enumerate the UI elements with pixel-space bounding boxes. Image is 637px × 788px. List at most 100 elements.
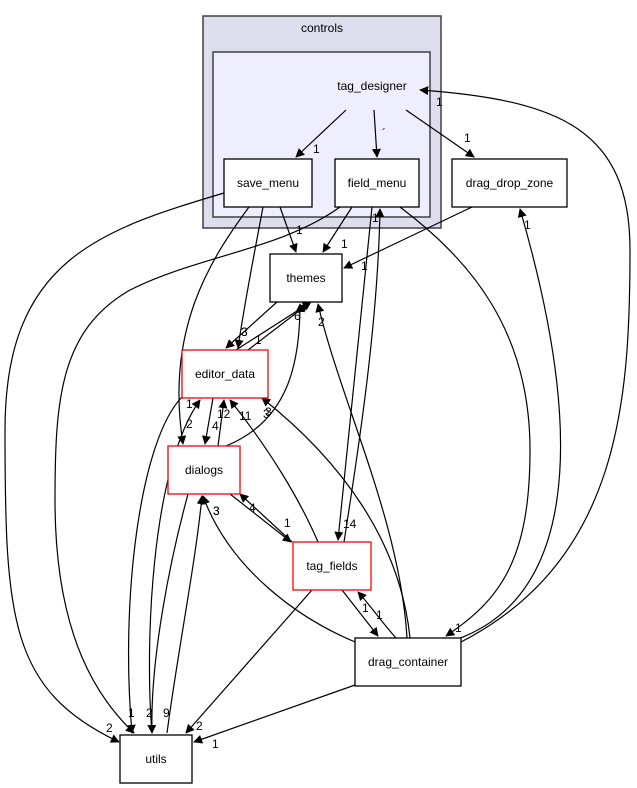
edge-line [229,493,292,543]
edge-tag-fields-to-editor-data[interactable]: 11 [229,399,319,543]
node-tag-fields[interactable]: tag_fields [292,541,372,591]
edge-line [177,206,250,445]
edge-line [343,208,385,543]
edge-line [148,399,201,734]
edge-field-menu-to-utils[interactable]: 1 [54,206,341,734]
edge-drag-drop-zone-to-themes[interactable]: 1 [343,206,473,273]
edge-label: 1 [313,142,320,156]
edge-save-menu-to-utils[interactable]: 2 [4,192,225,743]
edge-line [234,206,264,349]
edge-save-menu-to-dialogs[interactable]: 2 [177,206,250,445]
edge-line [54,206,341,734]
edge-line [295,109,347,158]
edge-line [357,591,397,639]
edge-label: 9 [163,706,170,720]
edge-tag-fields-to-dialogs[interactable]: 4 [239,493,293,543]
edge-line [341,589,379,637]
node-label: utils [145,752,166,766]
edge-label: 3 [263,407,270,421]
edge-label: 1 [341,237,348,251]
edge-label: 1 [464,131,471,145]
edge-line [315,303,408,639]
node-box [167,445,241,495]
node-box [119,734,193,784]
edge-utils-to-dialogs[interactable]: 3 [166,495,220,734]
edge-line [239,493,293,543]
edge-drag-container-to-dialogs[interactable]: 3 [201,495,361,645]
cluster-tag-designer-label: tag_designer [337,79,406,93]
edge-utils-to-editor-data[interactable]: 1 [148,397,201,734]
edge-dialogs-to-utils[interactable]: 9 [147,493,189,734]
edge-label: 2 [318,315,325,329]
edge-line [419,86,631,643]
edge-field-menu-to-drag-container[interactable]: 1 [399,206,531,637]
edge-line [225,303,305,447]
edge-label: 4 [249,501,256,515]
edge-label: 1 [186,397,193,411]
edge-line [334,206,373,541]
node-box [181,349,269,399]
edge-label: 6 [294,309,301,323]
edge-editor-data-to-utils[interactable]: 2 [126,396,183,734]
node-utils[interactable]: utils [119,734,193,784]
edge-label: 2 [146,706,153,720]
node-dialogs[interactable]: dialogs [167,445,241,495]
edge-label: 2 [106,721,113,735]
edge-label: 11 [239,409,252,423]
node-drag-drop-zone[interactable]: drag_drop_zone [451,158,568,208]
node-label: drag_container [368,655,448,669]
edge-label: 1 [455,621,462,635]
edge-line [405,109,475,158]
edge-drag-container-to-utils[interactable]: 1 [193,684,356,751]
edge-drag-container-to-tag-designer[interactable]: 1 [419,86,631,643]
edge-drag-container-to-themes[interactable]: 2 [315,303,408,639]
edge-line [201,397,214,445]
edge-label: 1 [284,516,291,530]
node-label: editor_data [195,367,255,381]
node-box [334,158,420,208]
edge-tag-designer-to-save-menu[interactable]: 1 [295,109,347,158]
edge-dialogs-to-themes[interactable]: 3 [225,303,305,447]
node-label: field_menu [348,176,407,190]
edge-label: 2 [186,417,193,431]
edge-tag-fields-to-utils[interactable]: 2 [185,589,313,734]
edge-dialogs-to-editor-data[interactable]: 12 [217,399,231,447]
edge-tag-fields-to-field-menu[interactable]: 1 [343,208,385,543]
edge-label: 1 [255,333,262,347]
edge-drag-container-to-drag-drop-zone[interactable]: 1 [454,208,562,641]
edge-line [399,206,531,637]
edge-label: 14 [343,517,357,531]
node-box [451,158,568,208]
edge-label: 3 [241,325,248,339]
node-box [354,637,462,687]
node-save-menu[interactable]: save_menu [223,158,313,208]
node-drag-container[interactable]: drag_container [354,637,462,687]
edge-themes-to-editor-data[interactable]: 3 [225,301,278,349]
edge-label: 1 [128,706,135,720]
node-themes[interactable]: themes [269,253,343,303]
node-box [223,158,313,208]
edge-tag-designer-to-drag-drop-zone[interactable]: 1 [405,109,475,158]
edge-editor-data-to-dialogs[interactable]: 4 [201,397,219,445]
edge-tag-fields-to-drag-container[interactable]: 1 [341,589,379,637]
edge-dialogs-to-tag-fields[interactable]: 1 [229,493,292,543]
edge-label: 1 [212,737,219,751]
edge-line [201,495,361,645]
edge-line [371,109,381,158]
edge-line [185,589,313,734]
edge-field-menu-to-themes[interactable]: 1 [322,206,353,253]
node-field-menu[interactable]: field_menu [334,158,420,208]
edge-tag-designer-to-field-menu[interactable]: ´ [371,109,386,158]
node-label: drag_drop_zone [466,176,554,190]
edge-label: 1 [524,218,531,232]
node-editor-data[interactable]: editor_data [181,349,269,399]
edge-label: 3 [265,405,272,419]
cluster-controls-label: controls [301,21,343,35]
node-box [292,541,372,591]
edge-drag-container-to-tag-fields[interactable]: 1 [357,591,397,639]
node-label: tag_fields [306,559,357,573]
edge-line [193,684,356,744]
